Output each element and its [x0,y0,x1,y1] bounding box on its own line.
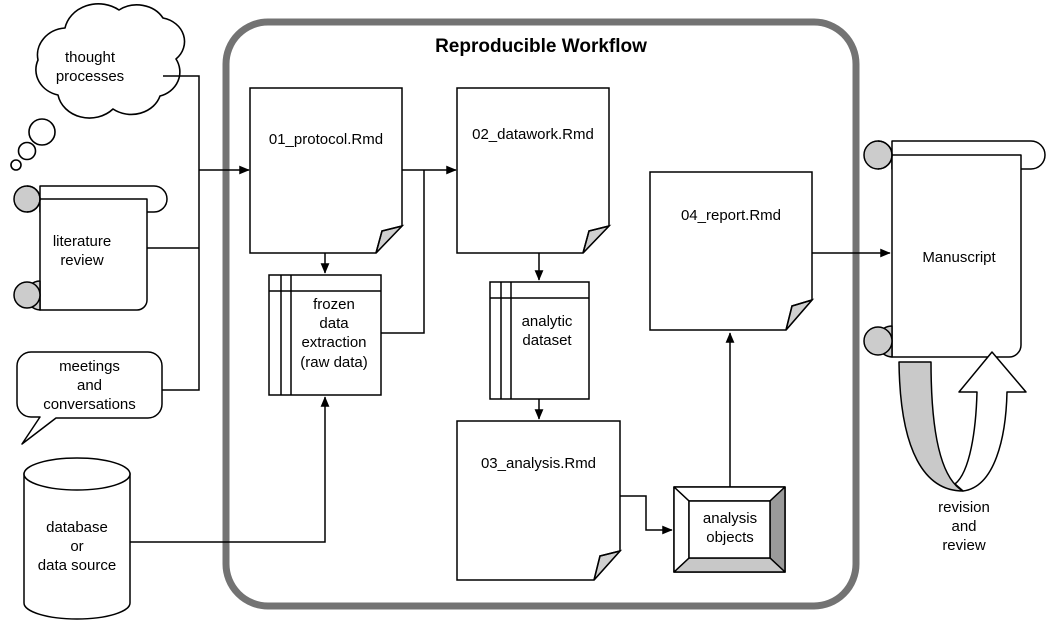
protocol-document [249,87,405,254]
reproducible-workflow-container [222,18,860,610]
connector-frozen-to-datawork [381,170,425,334]
connector-lines [130,75,891,543]
manuscript-scroll [863,140,1046,358]
connector-meetings-to-bus [162,170,200,391]
report-document [649,171,815,331]
analytic-dataset-table [489,281,590,400]
datawork-document [456,87,612,254]
thought-processes-cloud [10,3,186,171]
analysis-document [456,420,623,581]
connector-analysis-to-objects [620,495,673,535]
meetings-and-conversations-callout [16,351,163,445]
connector-thought-to-bus [163,75,200,170]
connector-database-to-frozen [130,396,330,543]
literature-review-scroll [13,185,168,311]
frozen-data-extraction-table [268,274,382,396]
revision-and-review-arrow [898,351,1027,492]
database-or-data-source-cylinder [23,457,131,620]
page-title: Reproducible Workflow [435,36,647,57]
analysis-objects-cube [673,486,786,573]
